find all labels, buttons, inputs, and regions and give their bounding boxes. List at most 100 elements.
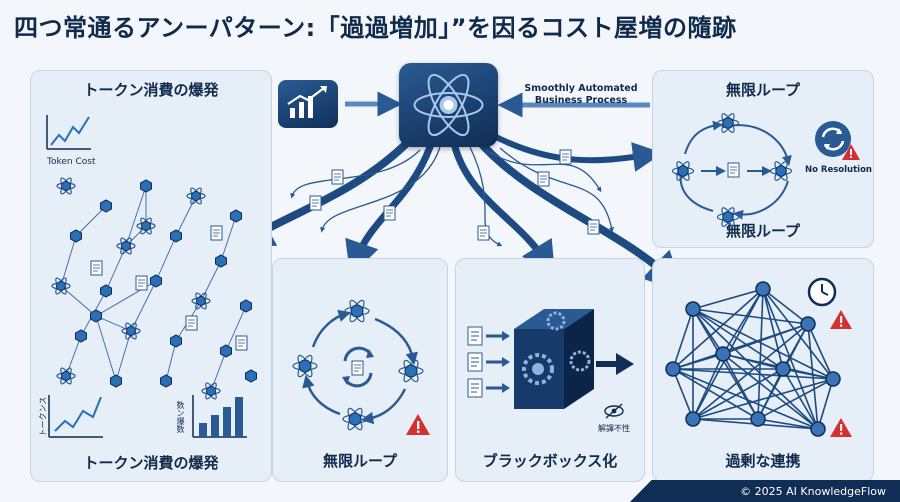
coupling-node — [810, 421, 826, 437]
token-network-node — [100, 284, 112, 298]
warning-icon — [830, 310, 852, 329]
coupling-edge — [722, 353, 819, 430]
process-label: Smoothly Automated Business Process — [524, 83, 638, 106]
atom-node-icon — [716, 207, 740, 227]
document-icon — [727, 162, 740, 178]
token-network-edge — [219, 215, 237, 263]
loop-arrow — [675, 166, 714, 212]
token-network-node — [150, 274, 162, 288]
token-network-node — [230, 209, 242, 223]
atom-node-icon — [56, 367, 76, 385]
token-network-edge — [155, 235, 177, 283]
coupling-edge — [762, 288, 784, 370]
tangled-flow-line — [485, 149, 602, 193]
warning-icon — [830, 418, 852, 437]
coupling-edge — [722, 323, 809, 355]
atom-node-icon — [201, 382, 221, 400]
atom-node-icon — [186, 187, 206, 205]
no-resolution-label: No Resolution — [805, 165, 872, 175]
overcoupling-title: 過剰な連携 — [725, 452, 801, 470]
token-cost-chart — [46, 115, 91, 150]
coupling-node — [685, 301, 701, 317]
clock-icon — [807, 277, 837, 307]
document-icon — [559, 149, 572, 165]
tangled-flow-line — [469, 146, 503, 247]
coupling-edge — [692, 288, 764, 310]
token-network-edge — [209, 350, 227, 393]
coupling-node — [825, 371, 841, 387]
loop-top-diagram — [671, 113, 793, 227]
blackbox-diagram — [467, 309, 634, 419]
blackbox-label: 解譯不性 — [598, 424, 630, 433]
coupling-node — [755, 281, 771, 297]
page-title: 四つ常通るアンーパターン:「過過増加」”を因るコスト屋増の隨跡 — [14, 14, 737, 42]
document-icon — [210, 225, 223, 241]
atom-node-icon — [51, 277, 71, 295]
coupling-edge — [807, 323, 819, 430]
token-network-edge — [94, 314, 117, 382]
coupling-edge — [757, 368, 784, 420]
coupling-edge — [692, 308, 759, 420]
coupling-node — [715, 346, 731, 362]
coupling-edge — [692, 308, 784, 370]
coupling-edge — [817, 378, 834, 430]
token-network-node — [90, 309, 102, 323]
loop-arrow — [302, 374, 341, 416]
loop-top-footer-title: 無限ループ — [725, 222, 801, 240]
token-network-node — [170, 334, 182, 348]
flow-arrow-to-overcoupling — [474, 136, 685, 292]
loop-arrow — [722, 124, 792, 166]
token-network-node — [240, 299, 252, 313]
atom-node-icon — [398, 359, 424, 383]
token-network-node — [220, 344, 232, 358]
document-icon — [383, 205, 396, 221]
tangled-flow-line — [320, 146, 441, 233]
token-network-node — [140, 179, 152, 193]
token-network-edge — [175, 195, 197, 238]
coupling-node — [665, 361, 681, 377]
token-network-node — [160, 374, 172, 388]
coupling-node — [750, 411, 766, 427]
token-panel-title: トークン消費の爆発 — [83, 81, 219, 99]
atom-node-icon — [136, 217, 156, 235]
coupling-edge — [762, 288, 834, 380]
atom-icon — [413, 73, 484, 137]
token-network-node — [170, 229, 182, 243]
atom-node-icon — [344, 299, 370, 323]
loop-title: 無限ループ — [322, 452, 398, 470]
panel-token-explosion: トークン消費の爆発 トークン消費の爆発 Token Cost トークンス 数ン爆… — [30, 70, 272, 482]
tangled-flow-line — [290, 149, 421, 199]
coupling-edge — [672, 288, 764, 370]
sync-icon — [815, 121, 851, 157]
atom-node-icon — [671, 161, 695, 181]
flow-arrow-to-loop-top — [489, 132, 663, 172]
loop-arrow — [733, 180, 789, 220]
coupling-edge — [762, 288, 809, 325]
blackbox-title: ブラックボックス化 — [482, 452, 618, 470]
coupling-node — [775, 361, 791, 377]
coupling-node — [800, 316, 816, 332]
atom-node-icon — [769, 161, 793, 181]
flow-arrow-to-blackbox — [451, 143, 556, 277]
panel-loop-top: 無限ループ 無限ループ No Resolution — [652, 70, 874, 248]
warning-icon — [406, 414, 430, 435]
document-icon — [477, 225, 490, 241]
coupling-edge — [692, 323, 809, 420]
token-network-edge — [64, 335, 82, 378]
atom-node-icon — [716, 113, 740, 133]
coupling-edge — [672, 368, 759, 420]
coupling-edge — [672, 308, 694, 370]
token-network-node — [100, 199, 112, 213]
document-icon — [331, 169, 344, 185]
coupling-edge — [692, 368, 784, 420]
token-network-edge — [124, 185, 147, 248]
token-network-node — [75, 329, 87, 343]
coupling-edge — [782, 368, 819, 430]
loop-arrow — [374, 317, 418, 366]
token-network — [51, 177, 257, 400]
token-network-edge — [200, 260, 222, 303]
flow-arrow-to-token — [232, 136, 414, 248]
token-panel-footer-title: トークン消費の爆発 — [83, 454, 219, 472]
token-network-node — [110, 374, 122, 388]
